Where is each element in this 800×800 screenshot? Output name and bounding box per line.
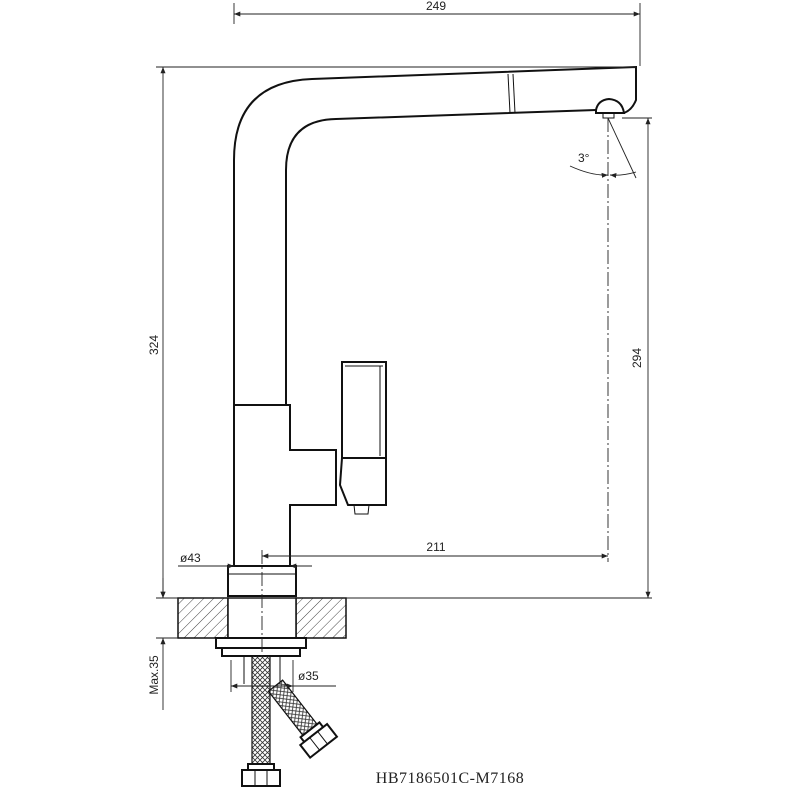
mounting-hardware [215, 637, 339, 787]
nozzle-tip [602, 113, 615, 119]
model-code-label: HB7186501C-M7168 [376, 770, 524, 787]
handle-bottom-nub [353, 504, 370, 515]
hose-1-nut [241, 769, 281, 787]
overall-height-label: 324 [147, 335, 161, 355]
spout-outline-outer [233, 65, 637, 405]
body-block [233, 404, 337, 567]
spout-angle-label: 3° [578, 151, 590, 165]
angle-arc-right [609, 171, 637, 179]
angle-arc-left [569, 165, 609, 178]
center-lines [261, 118, 609, 660]
angle-line [607, 117, 637, 179]
spout-outline-inner [285, 109, 597, 405]
mount-washer [221, 647, 301, 657]
mount-nut [215, 637, 307, 649]
dimensions: 249 324 294 211 ø43 ø35 Max.35 [147, 0, 652, 710]
overall-width-label: 249 [426, 0, 446, 13]
hole-diameter-label: ø35 [298, 669, 319, 683]
supply-hose-1 [251, 655, 271, 765]
base-ring [227, 565, 297, 597]
faucet-body [227, 65, 637, 597]
spray-head-joint [507, 73, 511, 114]
spray-head-joint-2 [512, 73, 516, 114]
handle-lever [341, 361, 387, 459]
countertop-right [295, 597, 347, 639]
spout-height-label: 294 [630, 348, 644, 368]
spout-reach-label: 211 [426, 540, 445, 554]
nozzle [595, 97, 626, 114]
max-thickness-label: Max.35 [147, 655, 161, 695]
countertop-left [177, 597, 229, 639]
base-diameter-label: ø43 [180, 551, 201, 565]
supply-hose-2 [267, 679, 339, 760]
handle-cartridge [338, 457, 387, 506]
